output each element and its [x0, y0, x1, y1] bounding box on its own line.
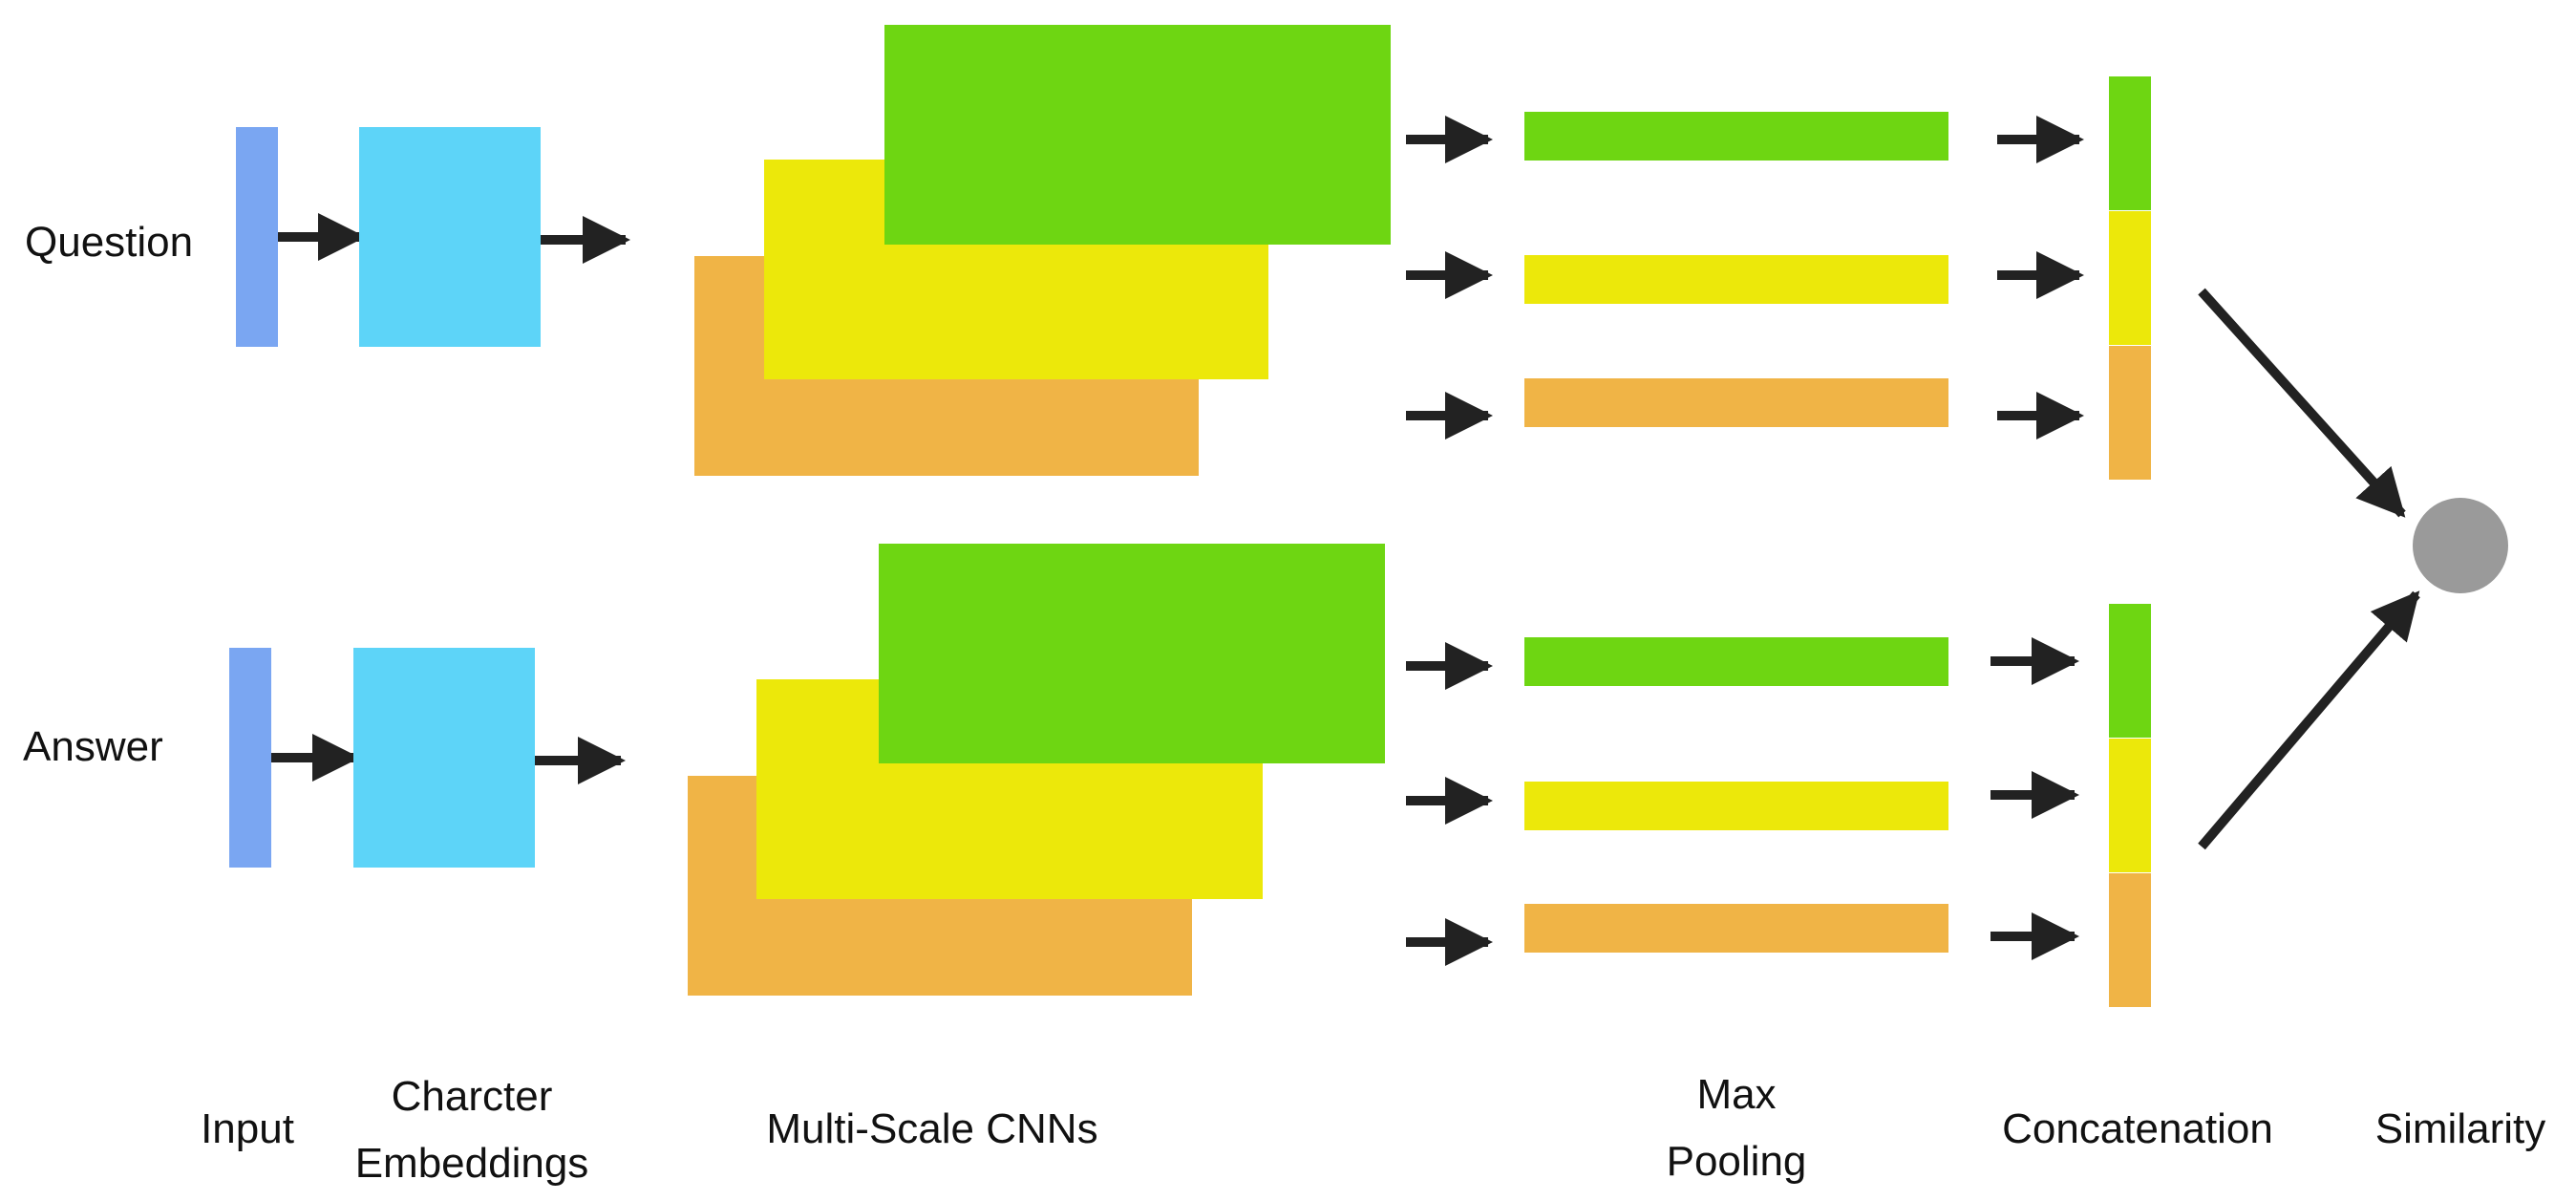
answer-concat-green	[2109, 604, 2151, 738]
stage-labels: Input Charcter Embeddings Multi-Scale CN…	[201, 1071, 2545, 1187]
question-to-similarity-arrow	[2198, 288, 2406, 518]
answer-cnn-stack	[688, 544, 1385, 996]
answer-pool-yellow	[1524, 782, 1948, 830]
stage-pooling-label-line2: Pooling	[1667, 1138, 1807, 1185]
question-cnn-green	[884, 25, 1391, 245]
answer-branch: Answer	[23, 544, 2151, 1007]
answer-concat-vector	[2109, 604, 2151, 1007]
stage-concat-label: Concatenation	[2002, 1105, 2273, 1152]
answer-pool-green	[1524, 637, 1948, 686]
answer-concat-orange	[2109, 873, 2151, 1007]
answer-to-similarity-arrow	[2198, 590, 2420, 850]
question-pool-orange	[1524, 378, 1948, 427]
answer-pool-orange	[1524, 904, 1948, 953]
stage-similarity-label: Similarity	[2375, 1105, 2545, 1152]
answer-concat-yellow	[2109, 739, 2151, 872]
question-concat-vector	[2109, 76, 2151, 480]
question-concat-orange	[2109, 346, 2151, 480]
question-concat-green	[2109, 76, 2151, 210]
stage-pooling-label-line1: Max	[1696, 1071, 1776, 1118]
question-branch: Question	[25, 25, 2151, 480]
stage-input-label: Input	[201, 1105, 294, 1152]
question-label: Question	[25, 219, 193, 266]
stage-embeddings-label-line1: Charcter	[392, 1073, 553, 1120]
question-embedding-block	[359, 127, 541, 347]
question-concat-yellow	[2109, 211, 2151, 345]
question-cnn-stack	[694, 25, 1391, 476]
stage-embeddings-label-line2: Embeddings	[355, 1140, 589, 1187]
question-input-vector	[236, 127, 278, 347]
answer-label: Answer	[23, 723, 163, 770]
stage-cnns-label: Multi-Scale CNNs	[766, 1105, 1097, 1152]
question-pool-green	[1524, 112, 1948, 161]
question-pool-yellow	[1524, 255, 1948, 304]
similarity-node	[2413, 498, 2508, 593]
answer-embedding-block	[353, 648, 535, 868]
answer-cnn-green	[879, 544, 1385, 763]
answer-input-vector	[229, 648, 271, 868]
